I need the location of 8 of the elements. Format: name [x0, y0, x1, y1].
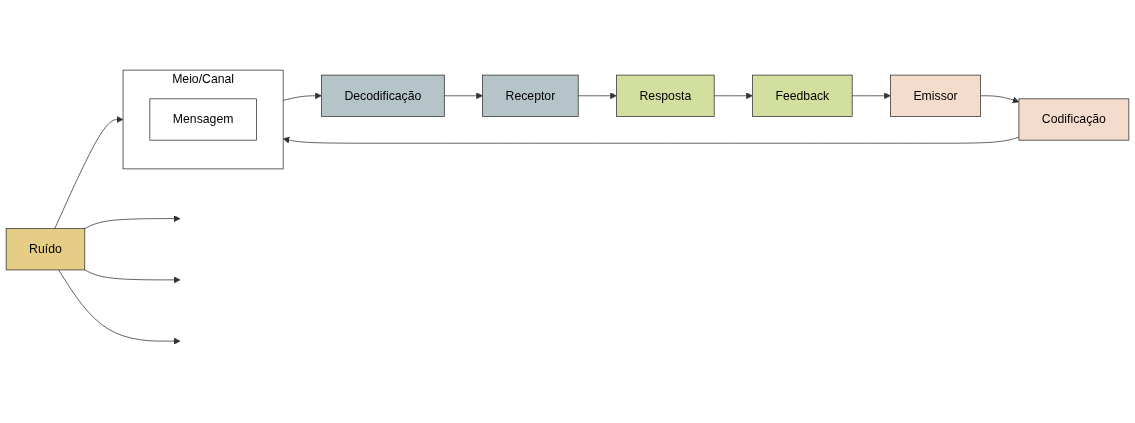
node-box: Resposta [616, 74, 715, 117]
node-box: Receptor [482, 74, 579, 117]
node-box: Feedback [752, 74, 853, 117]
node-box: Emissor [890, 74, 981, 117]
node-box: Decodificação [321, 74, 445, 117]
node-box: Mensagem [149, 98, 257, 141]
node-box: Ruído [5, 228, 86, 271]
node-box: Codificação [1018, 98, 1130, 141]
